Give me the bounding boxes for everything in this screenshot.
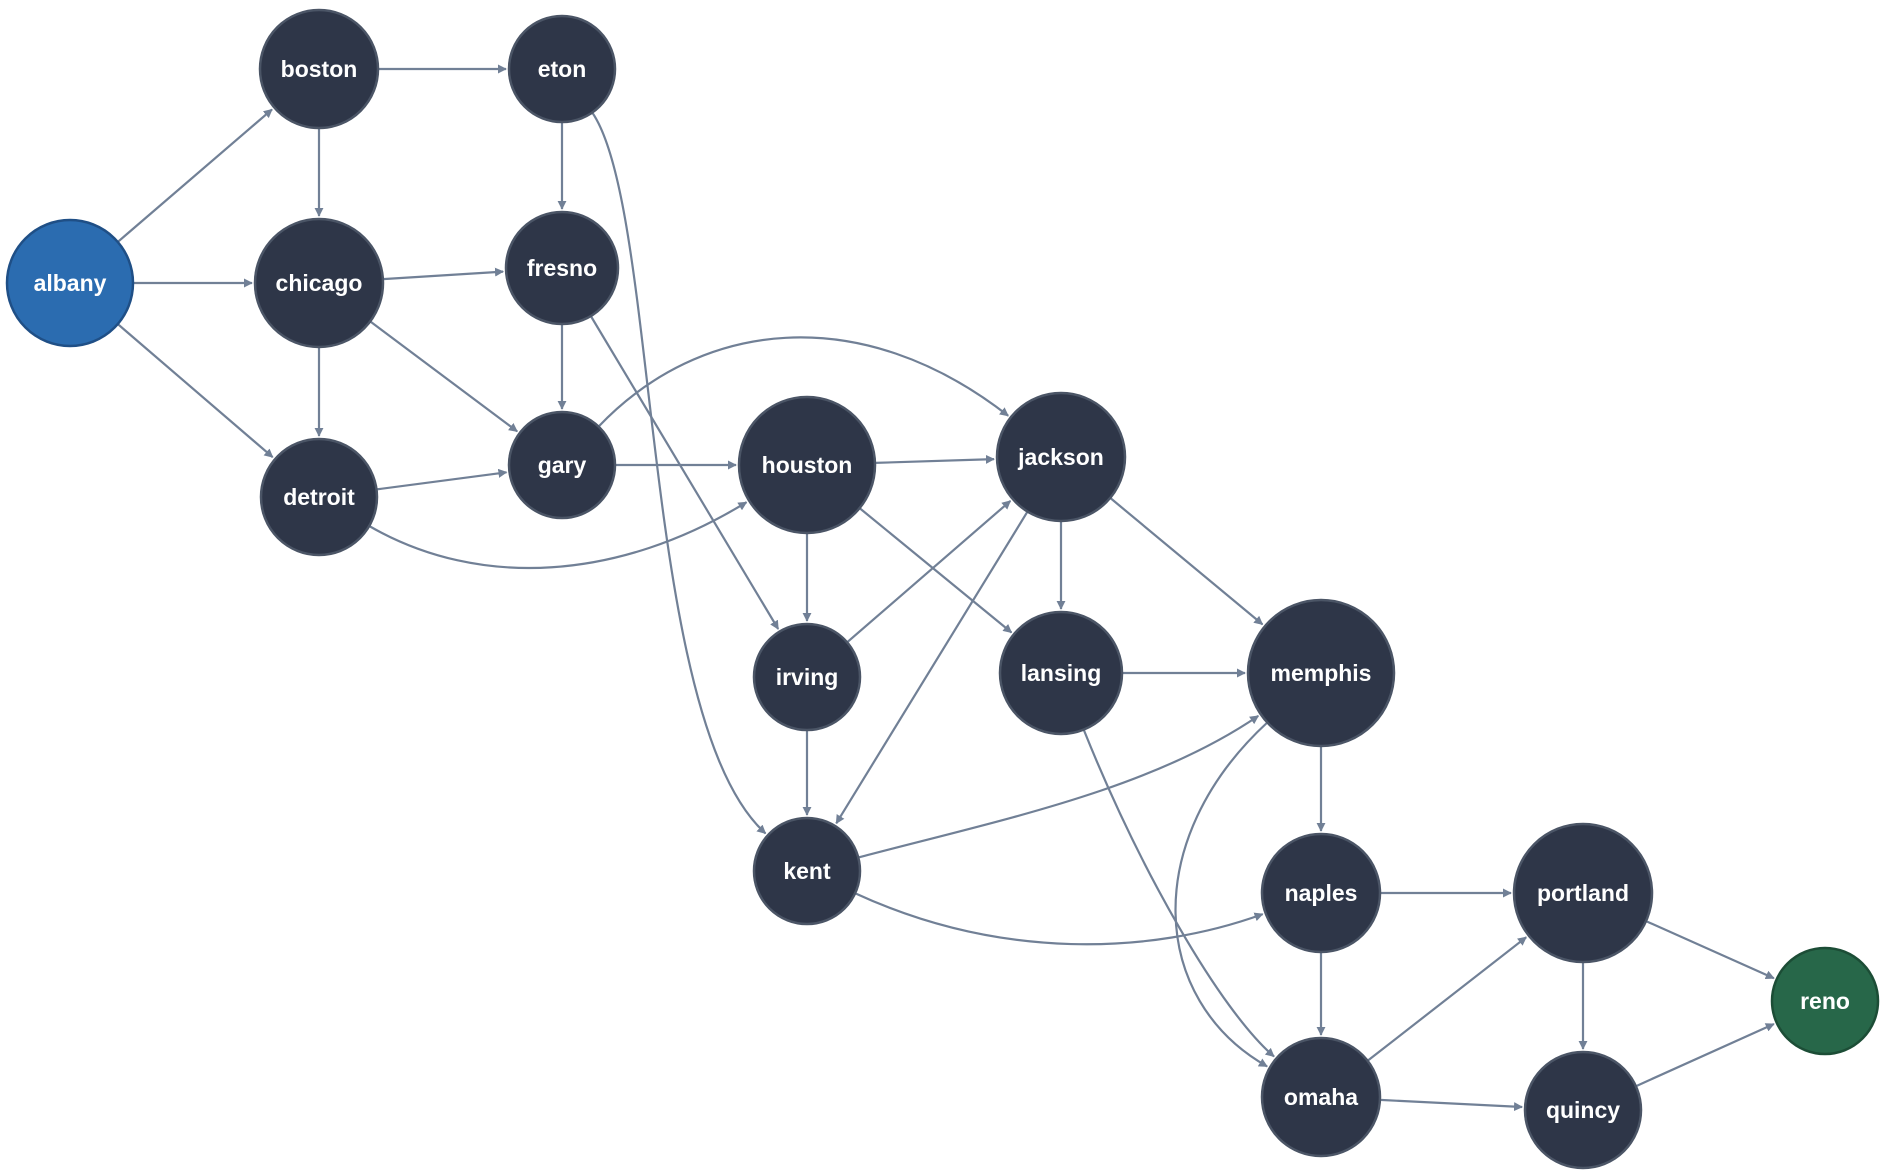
node-omaha[interactable]: omaha xyxy=(1260,1036,1382,1158)
node-circle-fresno xyxy=(504,210,620,326)
node-portland[interactable]: portland xyxy=(1512,822,1654,964)
edge-albany-to-detroit xyxy=(117,323,274,459)
node-circle-lansing xyxy=(998,610,1124,736)
node-circle-omaha xyxy=(1260,1036,1382,1158)
edge-detroit-to-gary xyxy=(376,468,508,491)
edge-kent-to-naples xyxy=(854,892,1264,946)
node-memphis[interactable]: memphis xyxy=(1246,598,1396,748)
edge-quincy-to-reno xyxy=(1635,1022,1775,1088)
edge-albany-to-boston xyxy=(117,108,273,243)
edge-houston-to-jackson xyxy=(874,454,995,464)
node-albany[interactable]: albany xyxy=(5,218,135,348)
node-circle-kent xyxy=(752,816,862,926)
node-lansing[interactable]: lansing xyxy=(998,610,1124,736)
nodes-layer: albany boston chicago detroit eton fresno gary… xyxy=(5,8,1880,1170)
node-circle-jackson xyxy=(995,391,1127,523)
node-circle-gary xyxy=(507,410,617,520)
node-circle-chicago xyxy=(253,217,385,349)
node-circle-quincy xyxy=(1523,1050,1643,1170)
node-boston[interactable]: boston xyxy=(258,8,380,130)
edge-gary-to-jackson xyxy=(597,336,1009,428)
node-circle-memphis xyxy=(1246,598,1396,748)
edge-memphis-to-omaha xyxy=(1174,721,1269,1068)
edge-omaha-to-quincy xyxy=(1379,1098,1523,1112)
edge-detroit-to-houston xyxy=(368,501,748,570)
node-quincy[interactable]: quincy xyxy=(1523,1050,1643,1170)
node-gary[interactable]: gary xyxy=(507,410,617,520)
node-jackson[interactable]: jackson xyxy=(995,391,1127,523)
edge-omaha-to-portland xyxy=(1366,936,1527,1062)
node-eton[interactable]: eton xyxy=(507,14,617,124)
edge-chicago-to-fresno xyxy=(382,267,504,281)
node-fresno[interactable]: fresno xyxy=(504,210,620,326)
node-naples[interactable]: naples xyxy=(1260,832,1382,954)
edge-kent-to-memphis xyxy=(857,714,1260,859)
node-circle-boston xyxy=(258,8,380,130)
node-houston[interactable]: houston xyxy=(737,395,877,535)
edge-jackson-to-memphis xyxy=(1109,497,1264,626)
node-kent[interactable]: kent xyxy=(752,816,862,926)
node-circle-houston xyxy=(737,395,877,535)
node-circle-eton xyxy=(507,14,617,124)
edge-irving-to-jackson xyxy=(846,500,1012,644)
node-detroit[interactable]: detroit xyxy=(259,437,379,557)
node-chicago[interactable]: chicago xyxy=(253,217,385,349)
node-circle-reno xyxy=(1770,946,1880,1056)
node-circle-portland xyxy=(1512,822,1654,964)
edge-portland-to-reno xyxy=(1645,920,1775,980)
node-circle-irving xyxy=(752,622,862,732)
edge-eton-to-kent xyxy=(591,111,767,835)
edge-chicago-to-gary xyxy=(369,320,518,433)
node-reno[interactable]: reno xyxy=(1770,946,1880,1056)
node-circle-naples xyxy=(1260,832,1382,954)
edge-lansing-to-omaha xyxy=(1082,729,1275,1058)
node-circle-detroit xyxy=(259,437,379,557)
edge-fresno-to-irving xyxy=(589,315,780,630)
node-irving[interactable]: irving xyxy=(752,622,862,732)
node-circle-albany xyxy=(5,218,135,348)
edges-layer xyxy=(117,64,1775,1112)
edge-houston-to-lansing xyxy=(858,507,1013,634)
edge-jackson-to-kent xyxy=(835,511,1029,825)
